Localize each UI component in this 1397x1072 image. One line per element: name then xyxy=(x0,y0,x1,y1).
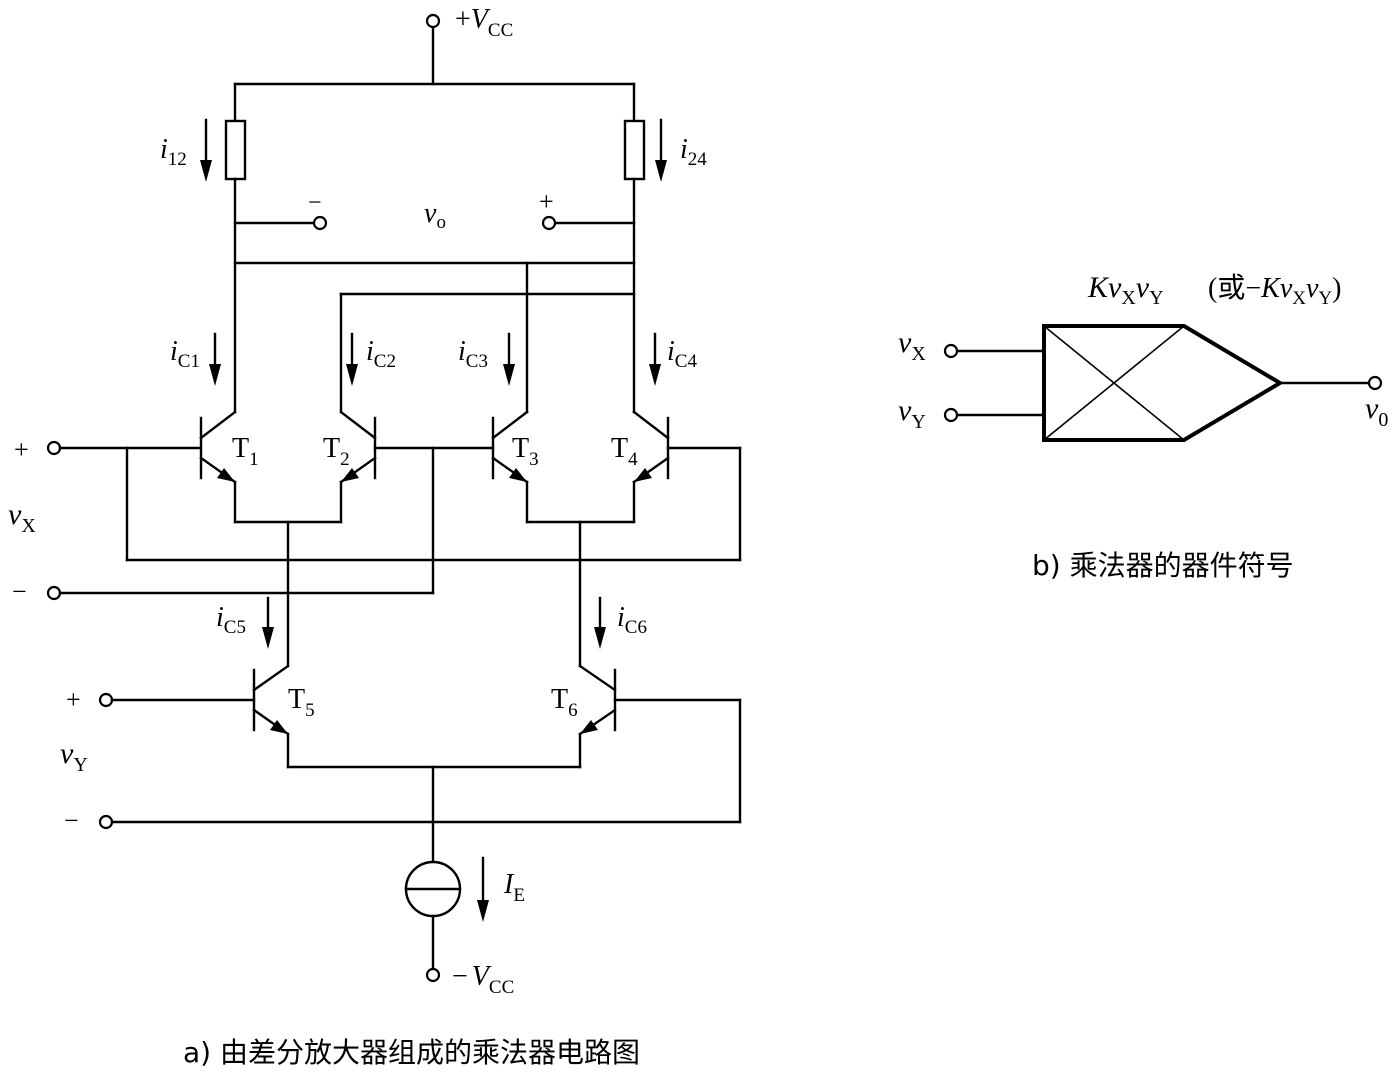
vo-label: vo xyxy=(424,198,446,233)
vo-plus-sign: + xyxy=(539,187,554,216)
t5-label: T5 xyxy=(288,684,315,721)
t2-label: T2 xyxy=(323,433,350,470)
vx-plus-terminal xyxy=(46,440,62,456)
ic1-arrow xyxy=(209,332,221,386)
t3-label: T3 xyxy=(512,433,539,470)
vx-minus-sign: − xyxy=(12,577,27,606)
in-y-label: vY xyxy=(898,394,926,433)
ic4-label: iC4 xyxy=(667,336,697,372)
vx-label: vX xyxy=(8,498,36,537)
in-y-terminal xyxy=(943,407,959,423)
vy-input-network xyxy=(98,692,742,830)
load-resistor-right xyxy=(623,82,646,414)
formula-main: KvXvY xyxy=(1087,271,1164,309)
ie-label: IE xyxy=(503,869,525,906)
ic2-arrow xyxy=(346,332,358,386)
in-x-label: vX xyxy=(898,326,926,365)
vy-label: vY xyxy=(60,737,88,776)
collector-cross-wiring xyxy=(233,261,636,414)
vy-minus-sign: − xyxy=(64,806,79,835)
caption-a: a) 由差分放大器组成的乘法器电路图 xyxy=(183,1036,640,1069)
transistor-t2 xyxy=(339,410,377,524)
out-label: v0 xyxy=(1365,392,1388,431)
current-source xyxy=(286,765,582,983)
circuit-a: +VCC i12 i24 − xyxy=(8,4,742,1069)
multiplier-symbol-b: KvXvY (或−KvXvY) vX vY v0 b) 乘法器的器件符号 xyxy=(898,271,1388,582)
out-terminal xyxy=(1367,375,1383,391)
vo-minus-terminal xyxy=(312,215,328,231)
supply-positive: +VCC xyxy=(233,4,636,86)
ic5-arrow xyxy=(262,596,274,649)
ic6-arrow xyxy=(594,596,606,649)
vx-plus-sign: + xyxy=(14,435,29,464)
ic1-label: iC1 xyxy=(170,336,200,372)
ic2-label: iC2 xyxy=(366,336,396,372)
transistor-t4 xyxy=(632,410,670,524)
vcc-pos-label: +VCC xyxy=(455,4,513,41)
i12-label: i12 xyxy=(160,134,187,170)
multiplier-body xyxy=(1042,324,1284,442)
load-resistor-left xyxy=(224,82,247,414)
vcc-neg-label: −VCC xyxy=(452,961,514,998)
t1-label: T1 xyxy=(232,433,259,470)
vcc-neg-terminal xyxy=(425,967,441,983)
ic4-arrow xyxy=(649,332,661,386)
vy-minus-terminal xyxy=(98,814,114,830)
ic5-label: iC5 xyxy=(216,602,246,638)
t6-label: T6 xyxy=(551,684,578,721)
vo-plus-terminal xyxy=(541,215,557,231)
ie-arrow xyxy=(477,856,489,922)
output-vo: − + vo xyxy=(233,187,636,233)
in-x-terminal xyxy=(943,343,959,359)
vx-minus-terminal xyxy=(46,585,62,601)
vcc-pos-terminal xyxy=(425,13,441,29)
transistor-t6 xyxy=(578,664,617,769)
caption-b: b) 乘法器的器件符号 xyxy=(1032,549,1294,582)
vy-plus-sign: + xyxy=(66,685,81,714)
t4-label: T4 xyxy=(611,433,638,470)
transistor-t1 xyxy=(199,410,237,524)
vo-minus-sign: − xyxy=(308,190,322,216)
vx-input-network xyxy=(46,440,742,601)
transistor-t3 xyxy=(491,410,529,524)
ic3-label: iC3 xyxy=(458,336,488,372)
i12-arrow xyxy=(200,118,212,182)
formula-alt: (或−KvXvY) xyxy=(1208,272,1341,309)
transistor-t5 xyxy=(252,664,290,769)
i24-label: i24 xyxy=(680,134,707,170)
multiplier-cross-2 xyxy=(1043,325,1185,441)
ic3-arrow xyxy=(503,332,515,386)
ic6-label: iC6 xyxy=(617,602,647,638)
i24-arrow xyxy=(655,118,667,182)
vy-plus-terminal xyxy=(98,692,114,708)
